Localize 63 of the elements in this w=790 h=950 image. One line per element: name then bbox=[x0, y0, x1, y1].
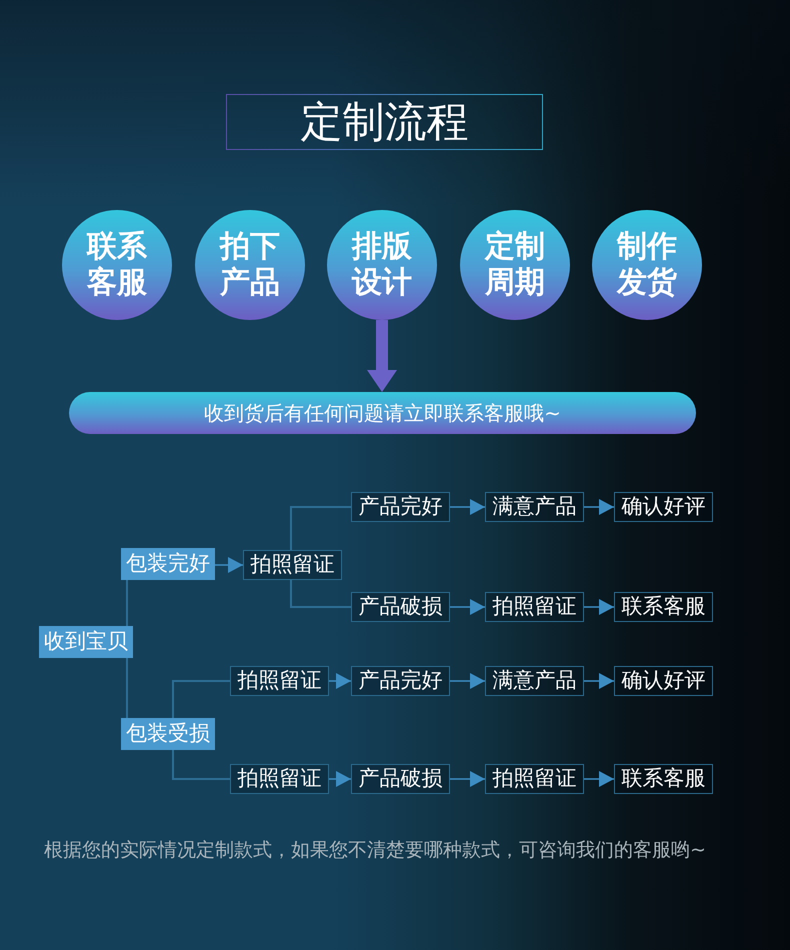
step-text: 拍照留证 bbox=[238, 668, 322, 694]
process-box bbox=[614, 666, 713, 696]
process-box bbox=[614, 764, 713, 794]
process-box bbox=[485, 492, 584, 522]
connector-line bbox=[172, 750, 230, 780]
process-box bbox=[351, 764, 450, 794]
status-tag bbox=[121, 548, 215, 580]
process-box bbox=[351, 666, 450, 696]
connector-line bbox=[126, 580, 128, 626]
step-text: 产品破损 bbox=[358, 766, 442, 792]
step-text: 拍下产品 bbox=[218, 229, 281, 301]
status-text: 收到宝贝 bbox=[44, 629, 128, 655]
arrow bbox=[584, 499, 614, 515]
down-arrow bbox=[367, 320, 397, 392]
step-text: 产品完好 bbox=[358, 668, 442, 694]
step-text: 产品破损 bbox=[358, 594, 442, 620]
connector-line bbox=[172, 680, 230, 718]
step-text: 联系客服 bbox=[86, 229, 148, 301]
arrow bbox=[329, 771, 351, 787]
step-text: 拍照留证 bbox=[238, 766, 322, 792]
status-tag bbox=[121, 718, 215, 750]
process-box bbox=[614, 592, 713, 622]
step-text: 联系客服 bbox=[622, 766, 706, 792]
connector-line bbox=[290, 580, 351, 608]
step-text: 联系客服 bbox=[622, 594, 706, 620]
step-text: 制作发货 bbox=[616, 229, 678, 301]
arrow bbox=[329, 673, 351, 689]
arrow bbox=[584, 599, 614, 615]
arrow bbox=[584, 673, 614, 689]
process-box bbox=[351, 492, 450, 522]
process-box bbox=[485, 764, 584, 794]
step-text: 定制周期 bbox=[484, 229, 546, 301]
connector-line bbox=[290, 506, 351, 550]
status-text: 包装完好 bbox=[126, 551, 210, 577]
arrow bbox=[215, 557, 243, 573]
status-tag bbox=[39, 626, 133, 658]
process-box bbox=[230, 666, 329, 696]
arrow bbox=[450, 499, 485, 515]
step-text: 排版设计 bbox=[350, 229, 413, 301]
process-box bbox=[351, 592, 450, 622]
process-box bbox=[485, 592, 584, 622]
arrow bbox=[450, 673, 485, 689]
title-text: 定制流程 bbox=[300, 98, 468, 146]
arrow bbox=[584, 771, 614, 787]
step-text: 拍照留证 bbox=[250, 552, 334, 578]
notice-text: 收到货后有任何问题请立即联系客服哦~ bbox=[204, 401, 561, 425]
step-text: 确认好评 bbox=[622, 494, 706, 520]
step-text: 满意产品 bbox=[492, 494, 576, 520]
process-box bbox=[614, 492, 713, 522]
process-box bbox=[243, 550, 342, 580]
arrow bbox=[450, 599, 485, 615]
process-box bbox=[485, 666, 584, 696]
process-box bbox=[230, 764, 329, 794]
notice-banner bbox=[69, 392, 696, 434]
step-text: 产品完好 bbox=[358, 494, 442, 520]
step-text: 满意产品 bbox=[492, 668, 576, 694]
arrow bbox=[450, 771, 485, 787]
step-text: 确认好评 bbox=[622, 668, 706, 694]
status-text: 包装受损 bbox=[126, 721, 210, 747]
connector-line bbox=[126, 658, 128, 718]
step-text: 拍照留证 bbox=[492, 594, 576, 620]
step-text: 拍照留证 bbox=[492, 766, 576, 792]
footnote-text: 根据您的实际情况定制款式，如果您不清楚要哪种款式，可咨询我们的客服哟~ bbox=[44, 838, 706, 863]
